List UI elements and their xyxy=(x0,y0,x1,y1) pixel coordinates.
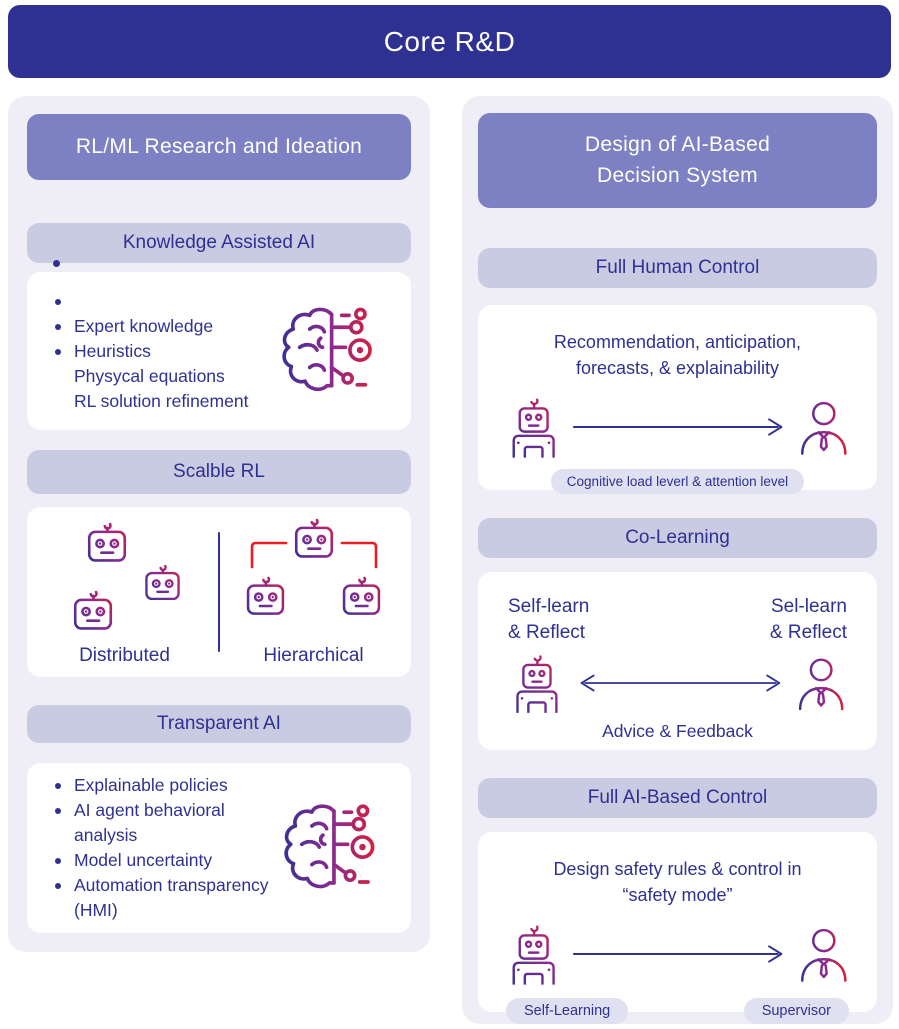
list-item-text: Expert knowledge xyxy=(74,315,214,336)
self-learn-label-right: Sel-learn & Reflect xyxy=(769,596,847,643)
hierarchical-robots xyxy=(238,517,390,643)
self-learn-label-left: Self-learn & Reflect xyxy=(508,596,590,643)
bullet-dot-icon xyxy=(55,858,61,864)
subheader-knowledge-assisted-ai: Knowledge Assisted AI xyxy=(27,223,411,263)
list-item-text: Explainable policies xyxy=(74,775,228,795)
robot-to-human-row xyxy=(504,922,851,986)
hierarchical-label: Hierarchical xyxy=(263,645,364,666)
core-rd-infographic: Core R&D RL/ML Research and Ideation Kno… xyxy=(0,5,899,1029)
arrow-double-icon xyxy=(580,674,781,692)
robot-to-human-row xyxy=(504,395,851,459)
list-item: Explainable policies xyxy=(41,773,277,798)
distributed-label: Distributed xyxy=(79,645,170,666)
transparent-list: Explainable policies AI agent behavioral… xyxy=(41,773,277,923)
knowledge-card: Expert knowledge Heuristics Physycal equ… xyxy=(27,272,411,430)
co-learning-labels: Self-learn & Reflect Sel-learn & Reflect xyxy=(508,594,847,645)
vertical-divider xyxy=(218,532,220,652)
left-panel: RL/ML Research and Ideation Knowledge As… xyxy=(8,96,430,952)
arrow-right-icon xyxy=(573,945,783,963)
subheader-scalble-rl: Scalble RL xyxy=(27,450,411,494)
bullet-dot-icon xyxy=(55,808,61,814)
distributed-robots xyxy=(49,517,201,643)
brain-circuit-icon xyxy=(277,794,387,902)
arrow-right-icon xyxy=(573,418,783,436)
robot-head-icon xyxy=(288,517,340,563)
self-learning-pill: Self-Learning xyxy=(506,998,629,1025)
list-item: Model uncertainty xyxy=(41,848,277,873)
brain-circuit-icon xyxy=(275,297,385,405)
full-human-description: Recommendation, anticipation, forecasts,… xyxy=(553,332,802,379)
cognitive-pill-wrap: Cognitive load leverl & attention level xyxy=(504,469,851,495)
distributed-group: Distributed xyxy=(49,517,201,667)
robot-icon xyxy=(504,395,563,459)
supervisor-person-icon xyxy=(797,925,851,983)
stray-bullet-dot-icon xyxy=(53,260,60,267)
list-item-text: Automation transparency (HMI) xyxy=(74,875,269,920)
full-ai-description: Design safety rules & control in “safety… xyxy=(553,859,802,906)
bullet-dot-icon xyxy=(55,323,61,330)
role-pills-row: Self-Learning Supervisor xyxy=(504,998,851,1025)
hierarchical-group: Hierarchical xyxy=(238,517,390,667)
subheader-full-human-control: Full Human Control xyxy=(478,248,877,288)
robot-icon xyxy=(508,651,566,715)
cognitive-load-pill: Cognitive load leverl & attention level xyxy=(550,469,805,495)
robot-head-icon xyxy=(240,575,291,620)
right-panel-title: Design of AI-Based Decision System xyxy=(478,113,877,208)
list-item-text: AI agent behavioral analysis xyxy=(74,800,225,845)
main-header: Core R&D xyxy=(8,5,891,78)
knowledge-subheader-wrap: Knowledge Assisted AI xyxy=(27,223,411,267)
robot-head-icon xyxy=(139,563,186,605)
list-item: Heuristics xyxy=(41,339,275,364)
robot-head-icon xyxy=(67,589,119,635)
robot-icon xyxy=(504,922,563,986)
supervisor-person-icon xyxy=(797,398,851,456)
list-item: Physycal equations xyxy=(41,364,275,389)
hierarchy-connectors-icon xyxy=(250,541,377,569)
co-learning-card: Self-learn & Reflect Sel-learn & Reflect… xyxy=(478,572,877,750)
list-item xyxy=(41,289,275,314)
list-item-text: Model uncertainty xyxy=(74,850,213,870)
supervisor-person-icon xyxy=(795,654,847,712)
list-item: Expert knowledge xyxy=(41,314,275,339)
robot-human-exchange-row xyxy=(508,651,847,715)
robot-head-icon xyxy=(81,521,133,567)
robot-head-icon xyxy=(336,575,387,620)
knowledge-list: Expert knowledge Heuristics Physycal equ… xyxy=(41,289,275,414)
subheader-full-ai-based-control: Full AI-Based Control xyxy=(478,778,877,818)
bullet-dot-icon xyxy=(55,783,61,789)
scalble-rl-card: Distributed Hierarchical xyxy=(27,507,411,677)
full-human-control-card: Recommendation, anticipation, forecasts,… xyxy=(478,305,877,495)
bullet-dot-icon xyxy=(55,883,61,889)
page-title: Core R&D xyxy=(383,25,516,57)
bullet-dot-icon xyxy=(55,298,61,305)
list-item: AI agent behavioral analysis xyxy=(41,798,277,848)
list-item-text: RL solution refinement xyxy=(74,390,249,411)
supervisor-pill: Supervisor xyxy=(743,998,849,1025)
left-panel-title: RL/ML Research and Ideation xyxy=(27,114,411,180)
bullet-dot-icon xyxy=(55,348,61,355)
full-ai-control-card: Design safety rules & control in “safety… xyxy=(478,832,877,1025)
list-item-text: Heuristics xyxy=(74,340,151,361)
advice-feedback-label: Advice & Feedback xyxy=(602,721,753,742)
columns: RL/ML Research and Ideation Knowledge As… xyxy=(8,96,893,1025)
list-item: RL solution refinement xyxy=(41,389,275,414)
subheader-transparent-ai: Transparent AI xyxy=(27,705,411,743)
subheader-co-learning: Co-Learning xyxy=(478,518,877,558)
list-item: Automation transparency (HMI) xyxy=(41,873,277,923)
list-item-text: Physycal equations xyxy=(74,365,225,386)
right-panel: Design of AI-Based Decision System Full … xyxy=(462,96,893,1025)
transparent-ai-card: Explainable policies AI agent behavioral… xyxy=(27,763,411,933)
